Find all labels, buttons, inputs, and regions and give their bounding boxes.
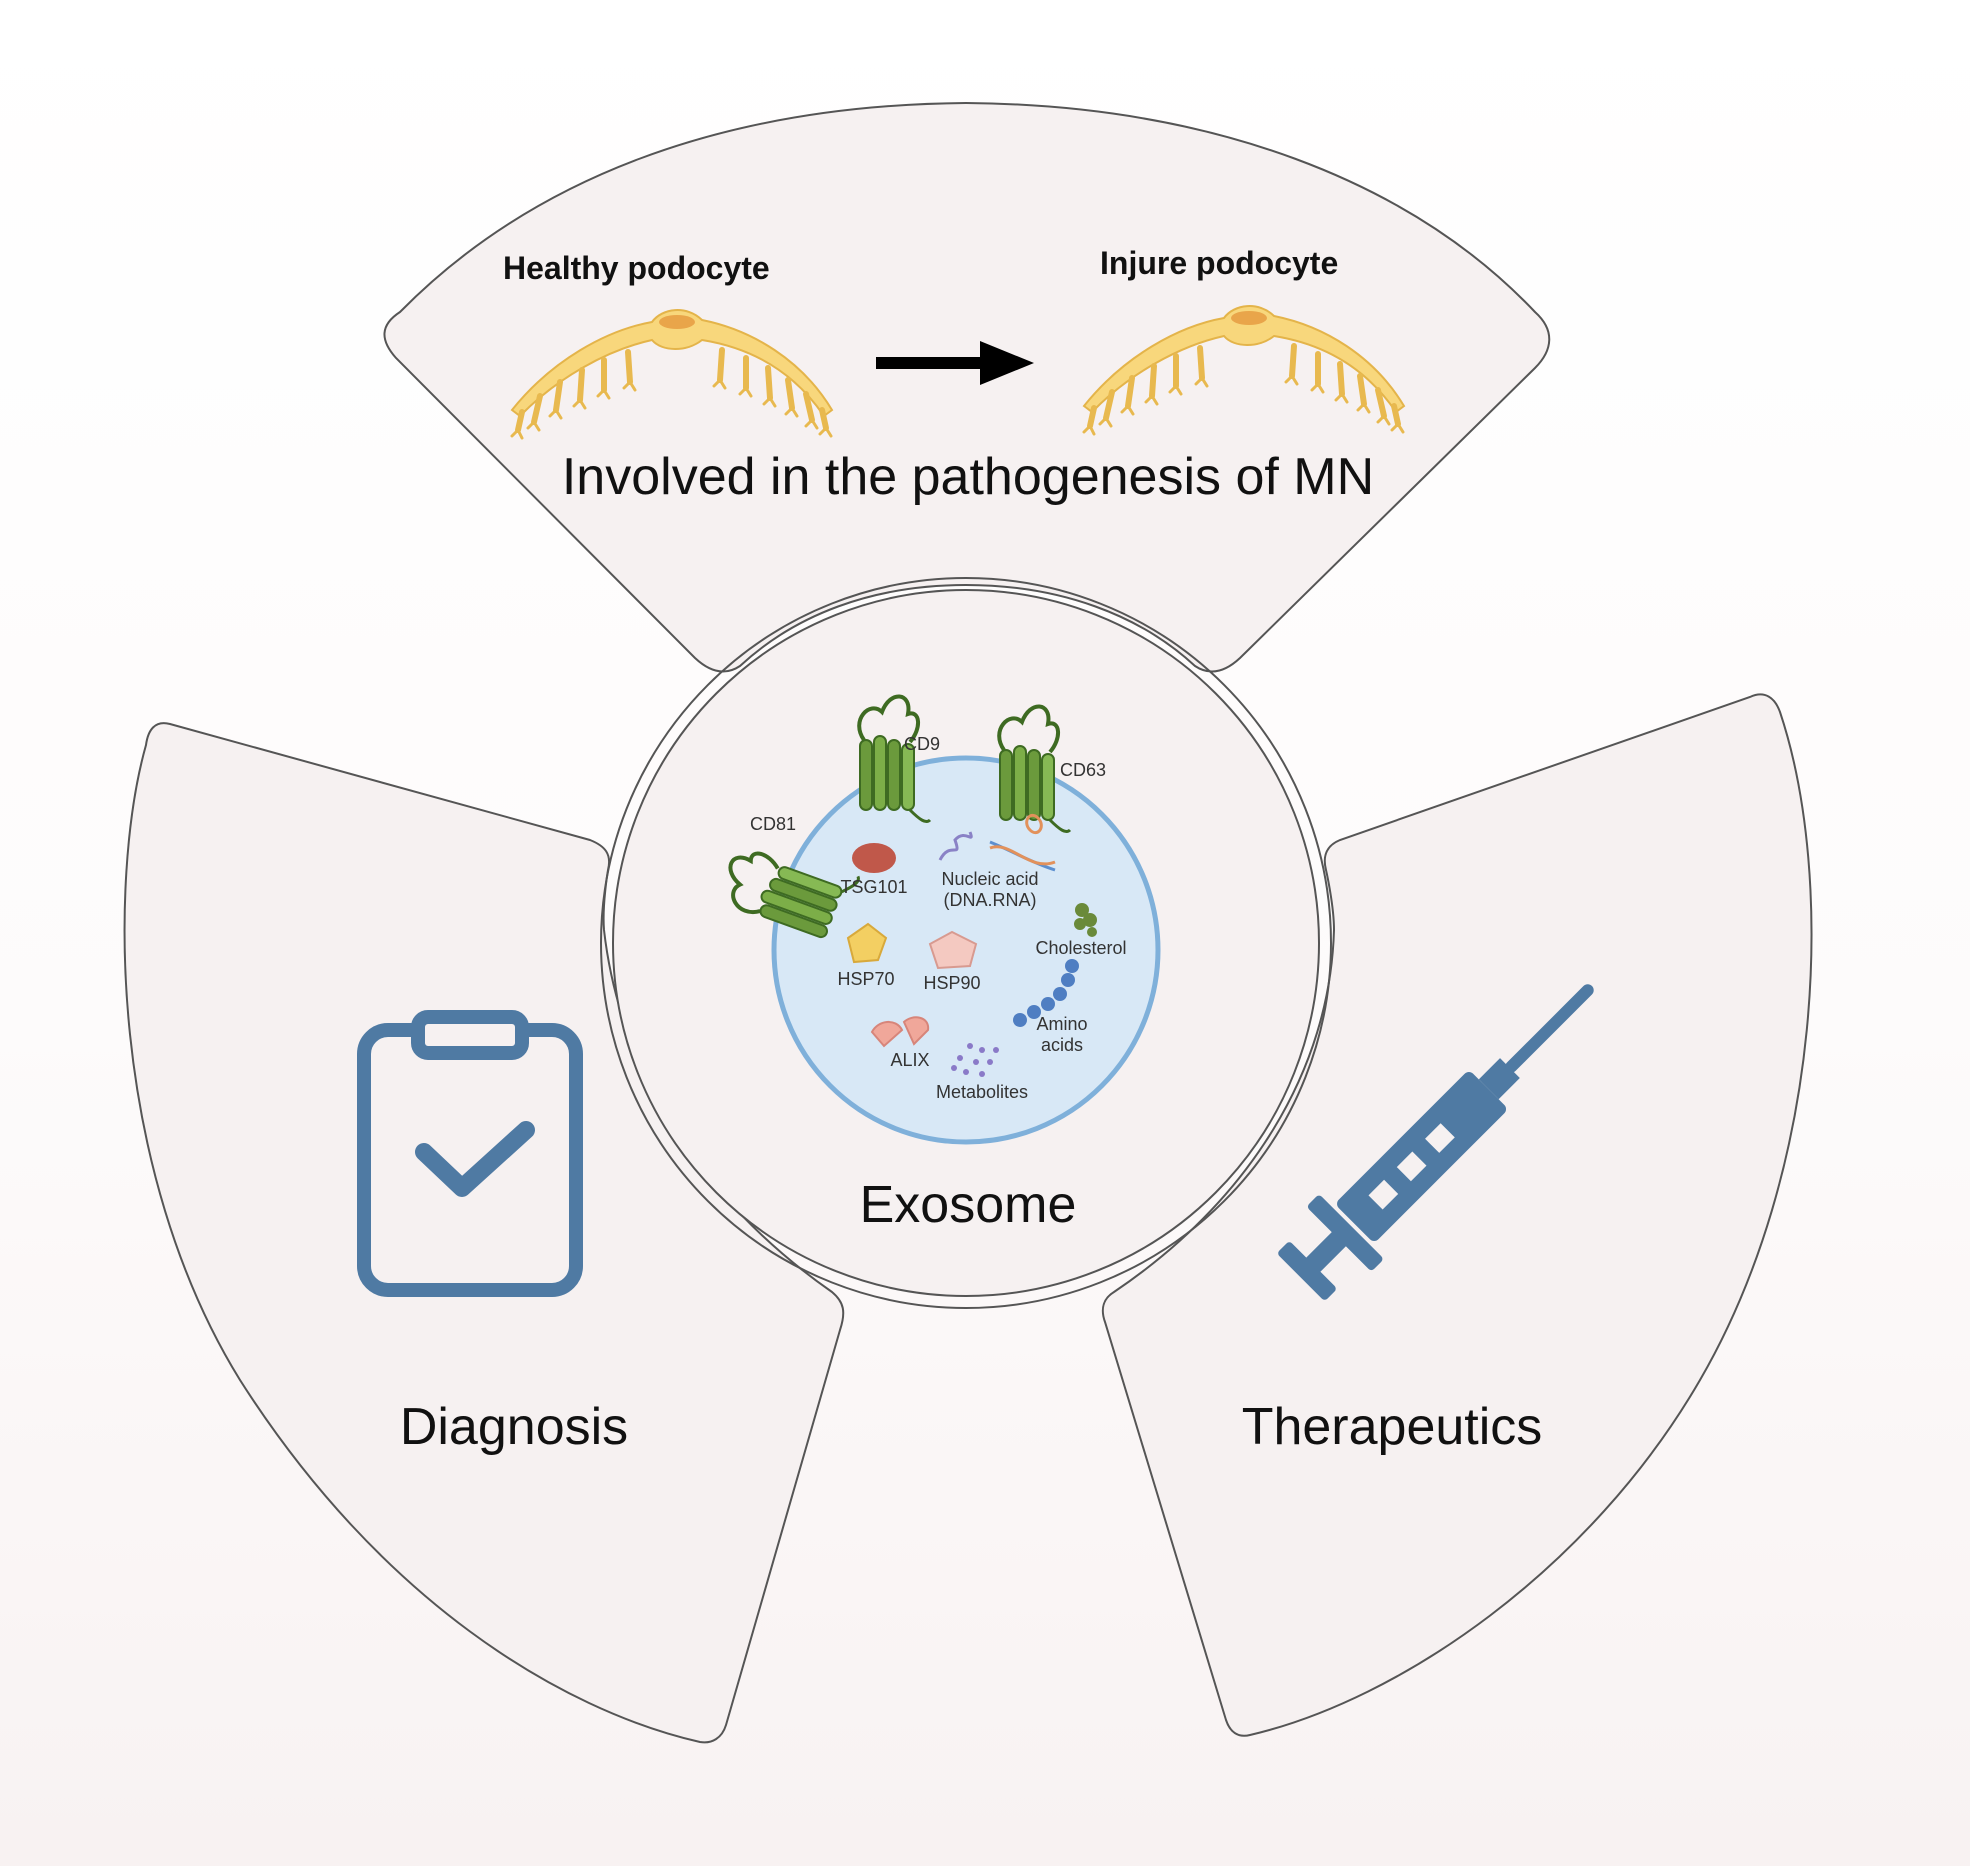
cholesterol-label: Cholesterol: [1035, 938, 1126, 958]
hsp70-label: HSP70: [837, 969, 894, 989]
left-panel: Diagnosis: [123, 722, 845, 1744]
cd63-label: CD63: [1060, 760, 1106, 780]
injured-podocyte-label: Injure podocyte: [1100, 245, 1338, 281]
metabolites-icon: [951, 1043, 999, 1077]
amino-acids-label-line1: Amino: [1036, 1014, 1087, 1034]
exosome-title: Exosome: [860, 1176, 1077, 1234]
amino-acids-icon: [1013, 959, 1079, 1027]
metabolites-label: Metabolites: [936, 1082, 1028, 1102]
exosome-center: CD9 CD63 CD81 TSG101 Nucleic acid (DNA.R…: [600, 577, 1332, 1309]
right-panel-shape: [1101, 693, 1813, 1737]
therapeutics-label: Therapeutics: [1242, 1398, 1543, 1456]
top-panel-shape: [383, 101, 1551, 673]
alix-label: ALIX: [890, 1050, 929, 1070]
cholesterol-icon: [1074, 903, 1097, 937]
hsp90-label: HSP90: [923, 973, 980, 993]
cd9-label: CD9: [904, 734, 940, 754]
syringe-icon: [1278, 984, 1594, 1300]
tsg101-icon: [852, 843, 896, 873]
left-panel-shape: [123, 722, 845, 1744]
nucleic-acid-label-line2: (DNA.RNA): [944, 890, 1037, 910]
hsp70-icon: [846, 922, 888, 964]
tsg101-label: TSG101: [840, 877, 907, 897]
top-panel: Healthy podocyte Injure podocyte Involve…: [383, 101, 1551, 673]
healthy-podocyte-label: Healthy podocyte: [503, 250, 770, 286]
alix-icon: [870, 1016, 930, 1048]
pathogenesis-caption: Involved in the pathogenesis of MN: [562, 448, 1374, 506]
nucleic-acid-icon: [938, 813, 1056, 872]
cd81-label: CD81: [750, 814, 796, 834]
amino-acids-label-line2: acids: [1041, 1035, 1083, 1055]
right-arrow-icon: [876, 341, 1034, 385]
hsp90-icon: [928, 930, 978, 970]
diagnosis-label: Diagnosis: [400, 1398, 628, 1456]
right-panel: Therapeutics: [1101, 693, 1813, 1737]
nucleic-acid-label-line1: Nucleic acid: [941, 869, 1038, 889]
clipboard-check-icon: [357, 1010, 583, 1297]
